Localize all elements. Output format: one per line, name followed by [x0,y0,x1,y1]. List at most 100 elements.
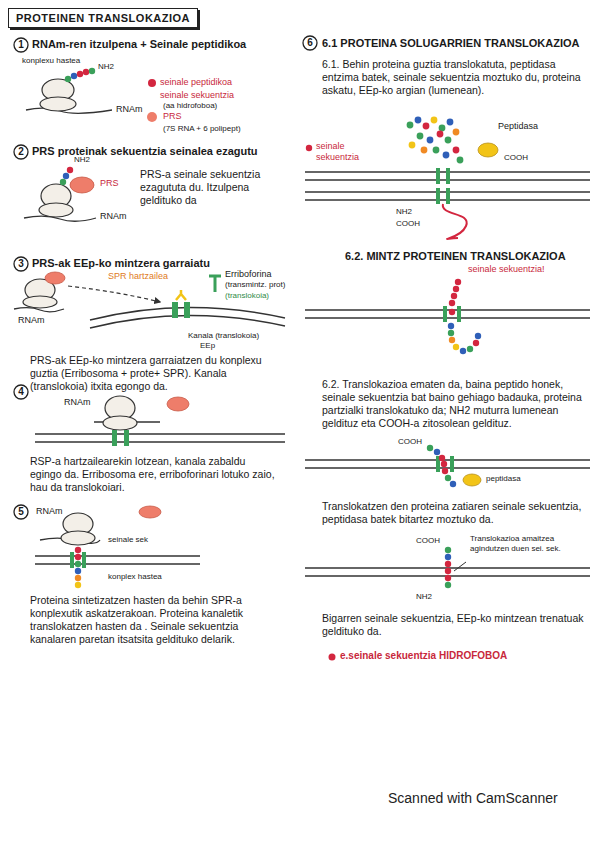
part-label: RNAm [18,315,45,326]
callout-number: 3 [18,259,24,269]
srp-particle [139,506,161,518]
part-label: COOH [416,536,440,546]
peptide-chain [449,309,455,315]
peptide-chain [89,68,95,74]
translocon-channel [82,552,86,568]
legend-swatch [147,112,157,122]
srp-particle [167,397,189,411]
peptide-chain [445,475,451,481]
translocon-channel [70,552,86,568]
released-protein [443,204,467,239]
part-label: PRS [100,178,119,189]
peptide-chain [448,330,454,336]
peptide-chain [65,68,95,82]
folded-protein [417,133,424,140]
callout-number: 4 [13,384,29,400]
callout-circle [14,257,28,271]
peptide-chain [448,279,481,354]
peptide-chain [445,568,451,574]
folded-protein [445,137,452,144]
transport-arrow [68,286,160,302]
folded-protein [439,125,446,132]
part-label: RNAm [100,211,127,222]
translocon-channel [436,188,450,204]
part-label: RNAm [116,104,143,115]
part-label: seinale sek [108,535,148,545]
peptide-chain [445,547,451,588]
folded-protein [447,119,454,126]
peptide-chain [453,286,459,292]
peptide-chain [427,445,456,487]
srp-particle [45,272,65,284]
title: PROTEINEN TRANSLOKAZIOA [16,12,190,24]
key-note: seinale sekuentzia [160,90,234,101]
section-heading: PRS-ak EEp-ko mintzera garraiatu [32,257,210,271]
er-membrane [305,568,590,576]
key-note: (aa hidrofoboa) [163,101,217,111]
ribosome [40,79,76,111]
part-label: Kanala (translokoia) [188,331,259,341]
ribosome [39,203,73,217]
translocon-channel [446,168,450,184]
peptidase [463,474,481,486]
note-text: RSP-a hartzailearekin lotzean, kanala za… [30,455,275,494]
peptide-chain [439,455,445,461]
ribophorin-symbol [209,276,221,292]
callout-circle [14,38,28,52]
part-label: RNAm [64,397,91,408]
er-membrane [35,433,285,434]
folded-protein [427,137,434,144]
ribosome [103,396,137,430]
er-membrane [35,434,285,442]
part-label: COOH [398,437,422,447]
peptide-chain [75,582,81,588]
signal-dot [329,654,336,661]
part-label: seinale sekuentzia! [468,264,545,275]
callout-circle [14,145,28,159]
callout-number: 2 [18,147,24,157]
peptide-chain [441,461,447,467]
er-membrane [35,563,200,564]
srp-particle [70,177,94,193]
folded-protein [415,117,422,124]
translocon-channel [457,306,461,322]
peptide-chain [83,69,89,75]
section-heading: RNAm-ren itzulpena + Seinale peptidikoa [32,38,246,52]
callout-circle [14,505,28,519]
part-label: Translokazioa amaitzea agindutzen duen s… [470,534,585,554]
peptide-chain [75,554,81,560]
peptide-chain [75,547,81,588]
released-protein [443,204,467,239]
callout-number: 3 [13,256,29,272]
ribosome [23,296,57,308]
folded-protein [453,129,460,136]
callout-circle [303,36,317,50]
ribosome [103,416,137,430]
peptide-chain [75,561,81,567]
er-membrane [35,441,285,442]
peptide-chain [448,323,454,329]
section-heading: 6.2. MINTZ PROTEINEN TRANSLOKAZIOA [345,250,566,264]
srp-particle [139,506,161,518]
legend-text: PRS [163,111,182,122]
peptide-chain [460,348,466,354]
translocon-channel [443,306,461,322]
peptide-chain [445,575,451,581]
note-text: e.seinale sekuentzia HIDROFOBOA [340,650,507,663]
callout-number: 1 [13,37,29,53]
peptide-chain [77,71,83,77]
er-membrane [305,317,590,318]
signal-dot [329,654,336,661]
legend-swatch [148,79,156,87]
part-label: COOH [504,153,528,163]
peptide-chain [71,73,77,79]
er-membrane [305,467,590,468]
part-label: COOH [396,219,420,229]
translocon-channel [112,430,117,446]
translocon-channel [436,188,440,204]
er-membrane [305,310,590,318]
translocon-channel [184,302,190,318]
part-label: seinale sekuentzia [316,141,386,164]
note-text: PRS-a seinale sekuentzia ezagututa du. I… [140,168,290,207]
peptide-chain [445,582,451,588]
